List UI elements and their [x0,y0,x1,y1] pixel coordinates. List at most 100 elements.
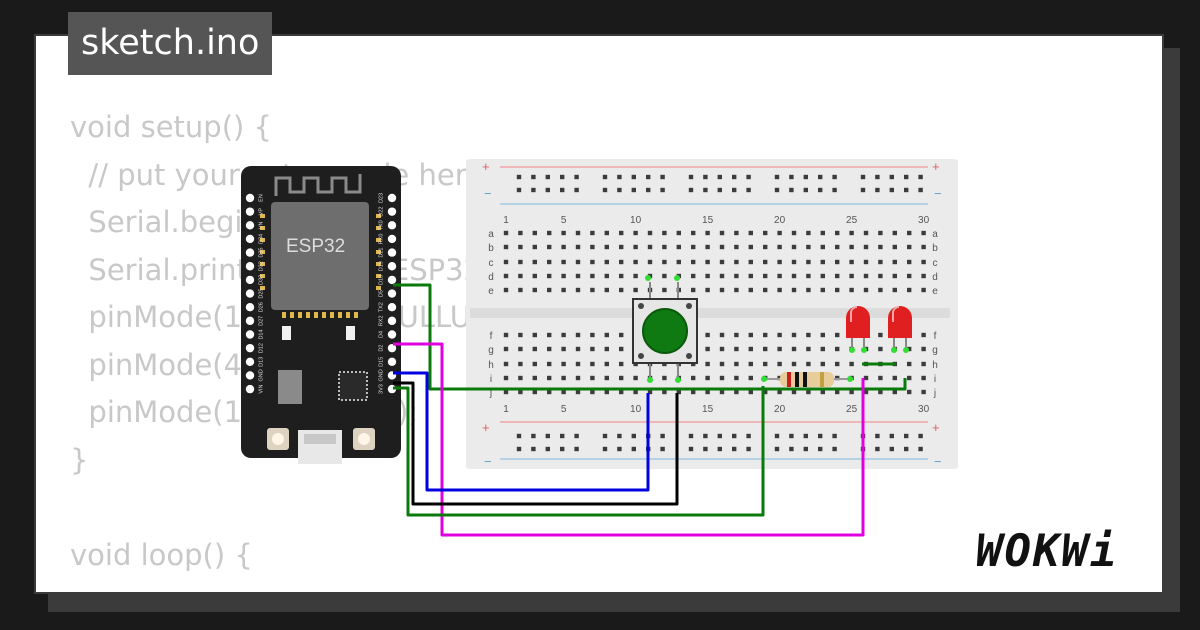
button-cap[interactable] [642,308,688,354]
breadboard-hole [604,361,609,367]
rail-hole [746,174,751,180]
breadboard-hole [835,287,840,293]
rail-hole [545,187,550,193]
breadboard-hole [748,361,753,367]
rail-hole [631,433,636,439]
rail-hole [746,433,751,439]
pin-label-right: D21 [378,248,384,258]
connection-dot [645,275,651,281]
breadboard-hole [575,375,581,381]
header-pin-left[interactable] [245,289,255,298]
wire-button-black[interactable] [393,381,679,506]
rail-hole [688,433,694,439]
header-pin-left[interactable] [245,330,255,339]
module-pad [376,262,381,266]
breadboard-hole [662,389,667,395]
header-pin-right[interactable] [387,289,397,298]
header-pin-right[interactable] [387,275,397,285]
push-button[interactable] [632,282,698,378]
rail-hole [803,174,808,180]
header-pin-right[interactable] [387,330,397,339]
breadboard-hole [892,244,897,250]
breadboard-hole [503,273,509,279]
header-pin-left[interactable] [245,275,255,285]
rail-hole [602,174,608,180]
rail-hole [516,433,522,439]
voltage-regulator [278,370,302,404]
file-tab[interactable]: sketch.ino [68,12,273,75]
wire-button-blue[interactable] [393,371,650,492]
rail-hole [904,187,909,193]
breadboard-hole [849,361,854,367]
connection-dot [761,376,767,382]
row-label-right: g [932,345,938,356]
header-pin-left[interactable] [245,371,255,380]
header-pin-right[interactable] [387,248,397,257]
breadboard-hole [791,273,797,279]
rail-hole [660,446,665,452]
row-label-right: h [932,360,938,371]
rail-hole [889,174,894,180]
breadboard-hole [849,287,854,293]
resistor-band [787,372,791,387]
breadboard-hole [921,244,926,250]
resistor[interactable] [764,372,850,387]
header-pin-left[interactable] [245,357,255,366]
header-pin-left[interactable] [245,316,255,326]
header-pin-left[interactable] [245,207,255,216]
connection-dot [675,377,681,383]
breadboard-hole [892,230,897,236]
header-pin-left[interactable] [245,221,255,230]
wire-led-magenta[interactable] [393,342,865,537]
breadboard-hole [763,230,768,236]
header-pin-right[interactable] [387,207,397,216]
header-pin-left[interactable] [245,234,255,244]
header-pin-right[interactable] [387,193,397,203]
breadboard-hole [748,346,753,352]
column-number-top: 25 [846,215,858,226]
column-number-bottom: 1 [503,404,509,415]
wire-gnd-rail-green[interactable] [393,283,907,391]
breadboard-hole [748,230,753,236]
breadboard-hole [921,259,926,265]
rail-hole [602,446,608,452]
header-pin-left[interactable] [245,248,255,257]
header-pin-right[interactable] [387,262,397,271]
wire-resistor-green[interactable] [393,386,765,517]
breadboard-hole [633,259,638,265]
breadboard-hole [590,273,595,279]
breadboard-hole [806,361,811,367]
breadboard-hole [575,346,581,352]
header-pin-right[interactable] [387,357,397,366]
pin-label-right: RX2 [378,315,384,326]
header-pin-right[interactable] [387,234,397,244]
pin-label-left: D34 [258,234,264,244]
header-pin-right[interactable] [387,343,397,353]
column-number-top: 20 [774,215,786,226]
header-pin-right[interactable] [387,303,397,312]
breadboard-hole [719,361,725,367]
breadboard-hole [561,287,566,293]
header-pin-left[interactable] [245,303,255,312]
usb-connector-slot [304,434,336,444]
rail-hole [818,187,823,193]
header-pin-right[interactable] [387,316,397,326]
row-label-left: f [490,331,493,342]
rail-hole [818,174,823,180]
header-pin-left[interactable] [245,343,255,353]
header-pin-left[interactable] [245,262,255,271]
breadboard-hole [878,389,883,395]
esp32-module [271,202,369,310]
breadboard-hole [575,230,581,236]
breadboard-hole [705,346,710,352]
breadboard-hole [719,346,725,352]
header-pin-left[interactable] [245,193,255,203]
row-label-right: a [932,229,938,240]
breadboard-hole [647,244,653,250]
bottom-plus-right: + [932,420,940,435]
header-pin-left[interactable] [245,384,255,394]
breadboard-hole [748,332,753,338]
breadboard-hole [907,244,912,250]
header-pin-right[interactable] [387,221,397,230]
